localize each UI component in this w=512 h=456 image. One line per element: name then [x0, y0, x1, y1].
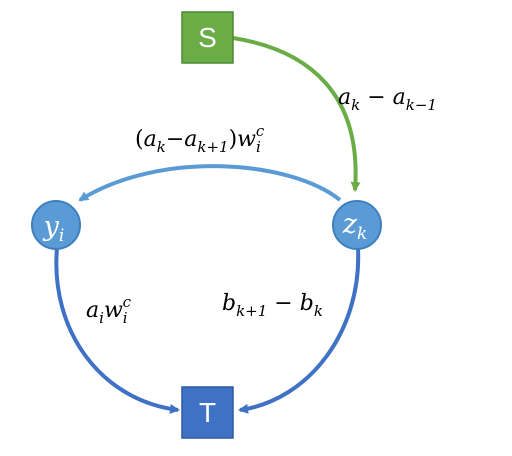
node-z-sub: k	[357, 224, 367, 244]
edge-s-to-z	[232, 36, 361, 192]
label-z-to-t: bk+1 − bk	[222, 291, 323, 320]
svg-text:yi: yi	[43, 211, 65, 246]
node-y: yi	[31, 200, 81, 250]
label-z-to-y: (ak−ak+1)wic	[135, 122, 265, 156]
label-y-to-t: aiwic	[86, 293, 132, 327]
svg-text:zk: zk	[342, 209, 368, 244]
node-y-sub: i	[59, 226, 64, 246]
node-sink-label: T	[199, 397, 216, 428]
label-s-to-z: ak − ak−1	[338, 85, 437, 114]
edge-y-to-t	[54, 247, 180, 414]
node-sink: T	[181, 386, 234, 439]
edge-z-to-y	[78, 164, 342, 202]
node-y-base: y	[43, 211, 60, 242]
node-source-label: S	[198, 22, 217, 53]
edge-z-to-t	[238, 247, 361, 414]
node-source: S	[181, 11, 234, 64]
node-z: zk	[332, 200, 382, 250]
node-z-base: z	[342, 209, 358, 240]
